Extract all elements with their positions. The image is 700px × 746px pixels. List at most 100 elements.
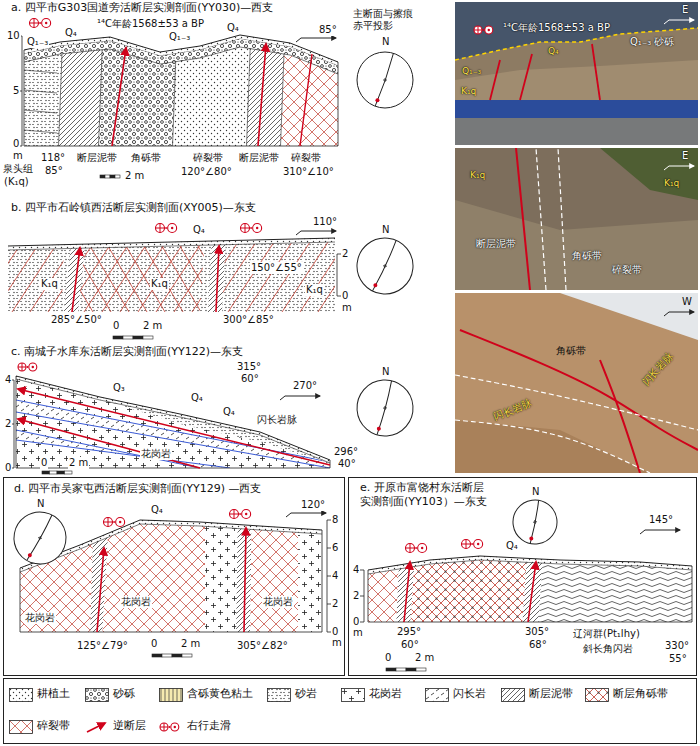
rect-shape [455, 2, 698, 145]
section-label: 2 [341, 248, 349, 260]
section-label: 68° [528, 639, 548, 651]
path-shape [20, 520, 322, 572]
section-label: Q₁₋₃ [168, 31, 191, 43]
legend-text: 闪长岩 [453, 687, 486, 700]
path-shape [0, 236, 3, 312]
path-shape [368, 540, 400, 630]
section-label: 角砾带 [130, 152, 162, 164]
section-label: 8 [331, 514, 339, 526]
circle-shape [377, 427, 381, 431]
path-shape [120, 236, 165, 312]
circle-shape [171, 227, 173, 229]
circle-shape [45, 22, 47, 24]
section-label: m [331, 637, 343, 649]
rect-shape [416, 668, 426, 671]
section-label: 125°∠79° [76, 640, 129, 652]
path-shape [264, 236, 309, 312]
section-label: 碎裂带 [290, 152, 322, 164]
section-label: m [341, 302, 353, 314]
path-shape [104, 518, 113, 527]
section-label: N [531, 486, 540, 498]
g-shape [0, 0, 700, 671]
path-shape [282, 236, 332, 312]
path-shape [30, 19, 39, 28]
g-shape [10, 508, 70, 568]
path-shape [282, 236, 332, 312]
path-shape [246, 236, 296, 312]
path-shape [282, 236, 327, 312]
rect-shape [455, 293, 698, 473]
photo-label: Q₄ [548, 46, 559, 56]
rect-shape [143, 336, 153, 339]
circle-shape [113, 521, 115, 523]
path-shape [244, 528, 246, 632]
rect-shape [10, 721, 33, 734]
legend-swatch [85, 688, 109, 702]
circle-shape [406, 544, 415, 553]
path-shape [8, 238, 335, 312]
photo-label: Q₁₋₃ [462, 66, 481, 76]
rect-shape [455, 118, 698, 145]
g-shape [0, 236, 386, 312]
legend-text: 耕植土 [37, 687, 70, 700]
legend-swatch [9, 688, 33, 702]
section-label: 花岗岩 [120, 596, 152, 608]
section-label: Q₃ [112, 382, 126, 394]
circle-shape [168, 224, 177, 233]
section-label: 55° [668, 653, 688, 665]
path-shape [280, 396, 320, 400]
g-shape [357, 52, 413, 108]
rect-shape [396, 668, 406, 671]
g-shape [455, 2, 698, 145]
path-shape [210, 236, 260, 312]
section-label: 4 [331, 570, 339, 582]
section-label: 闪长岩脉 [256, 414, 298, 426]
section-label: 2 [352, 590, 360, 602]
section-label: 310°∠10° [282, 166, 335, 178]
path-shape [664, 20, 694, 24]
circle-shape [375, 98, 379, 102]
path-shape [174, 236, 219, 312]
legend-text: 断层角砾带 [613, 687, 668, 700]
path-shape [300, 236, 350, 312]
path-shape [375, 53, 393, 106]
path-shape [368, 556, 692, 574]
circle-shape [28, 553, 33, 558]
rect-shape [133, 336, 143, 339]
rect-shape [268, 689, 291, 702]
path-shape [228, 236, 278, 312]
panel-title: e. 开原市富饶村东活断层 实测剖面(YY103）—东支 [360, 481, 496, 509]
section-label: 0 [4, 462, 12, 474]
path-shape [300, 236, 350, 312]
section-label: 2 [4, 418, 12, 430]
section-label: 2 m [124, 170, 145, 182]
section-label: 辽河群(Pt₁lhy) [572, 628, 641, 640]
section-label: 120°∠80° [180, 166, 233, 178]
circle-shape [241, 224, 250, 233]
legend-text: 断层泥带 [529, 687, 573, 700]
path-shape [410, 540, 528, 630]
path-shape [24, 47, 338, 74]
path-shape [373, 239, 397, 293]
circle-shape [169, 726, 171, 728]
legend-text: 花岗岩 [369, 687, 402, 700]
section-label: 120° [300, 499, 326, 511]
circle-shape [488, 29, 490, 31]
circle-shape [30, 19, 39, 28]
section-label: 300°∠85° [222, 314, 275, 326]
section-label: N [381, 366, 390, 378]
section-label: Q₁₋₃ [26, 36, 49, 48]
section-label: 10 [6, 30, 21, 42]
legend-swatch [585, 688, 609, 702]
section-label: 碎裂带 [192, 152, 224, 164]
section-label: 295° [396, 626, 422, 638]
path-shape [462, 540, 471, 549]
path-shape [296, 231, 336, 235]
rect-shape [502, 689, 525, 702]
section-label: 85° [318, 24, 338, 36]
path-shape [16, 376, 330, 460]
path-shape [318, 236, 363, 312]
path-shape [210, 236, 255, 312]
path-shape [216, 246, 219, 312]
section-label: Q₄ [64, 27, 78, 39]
